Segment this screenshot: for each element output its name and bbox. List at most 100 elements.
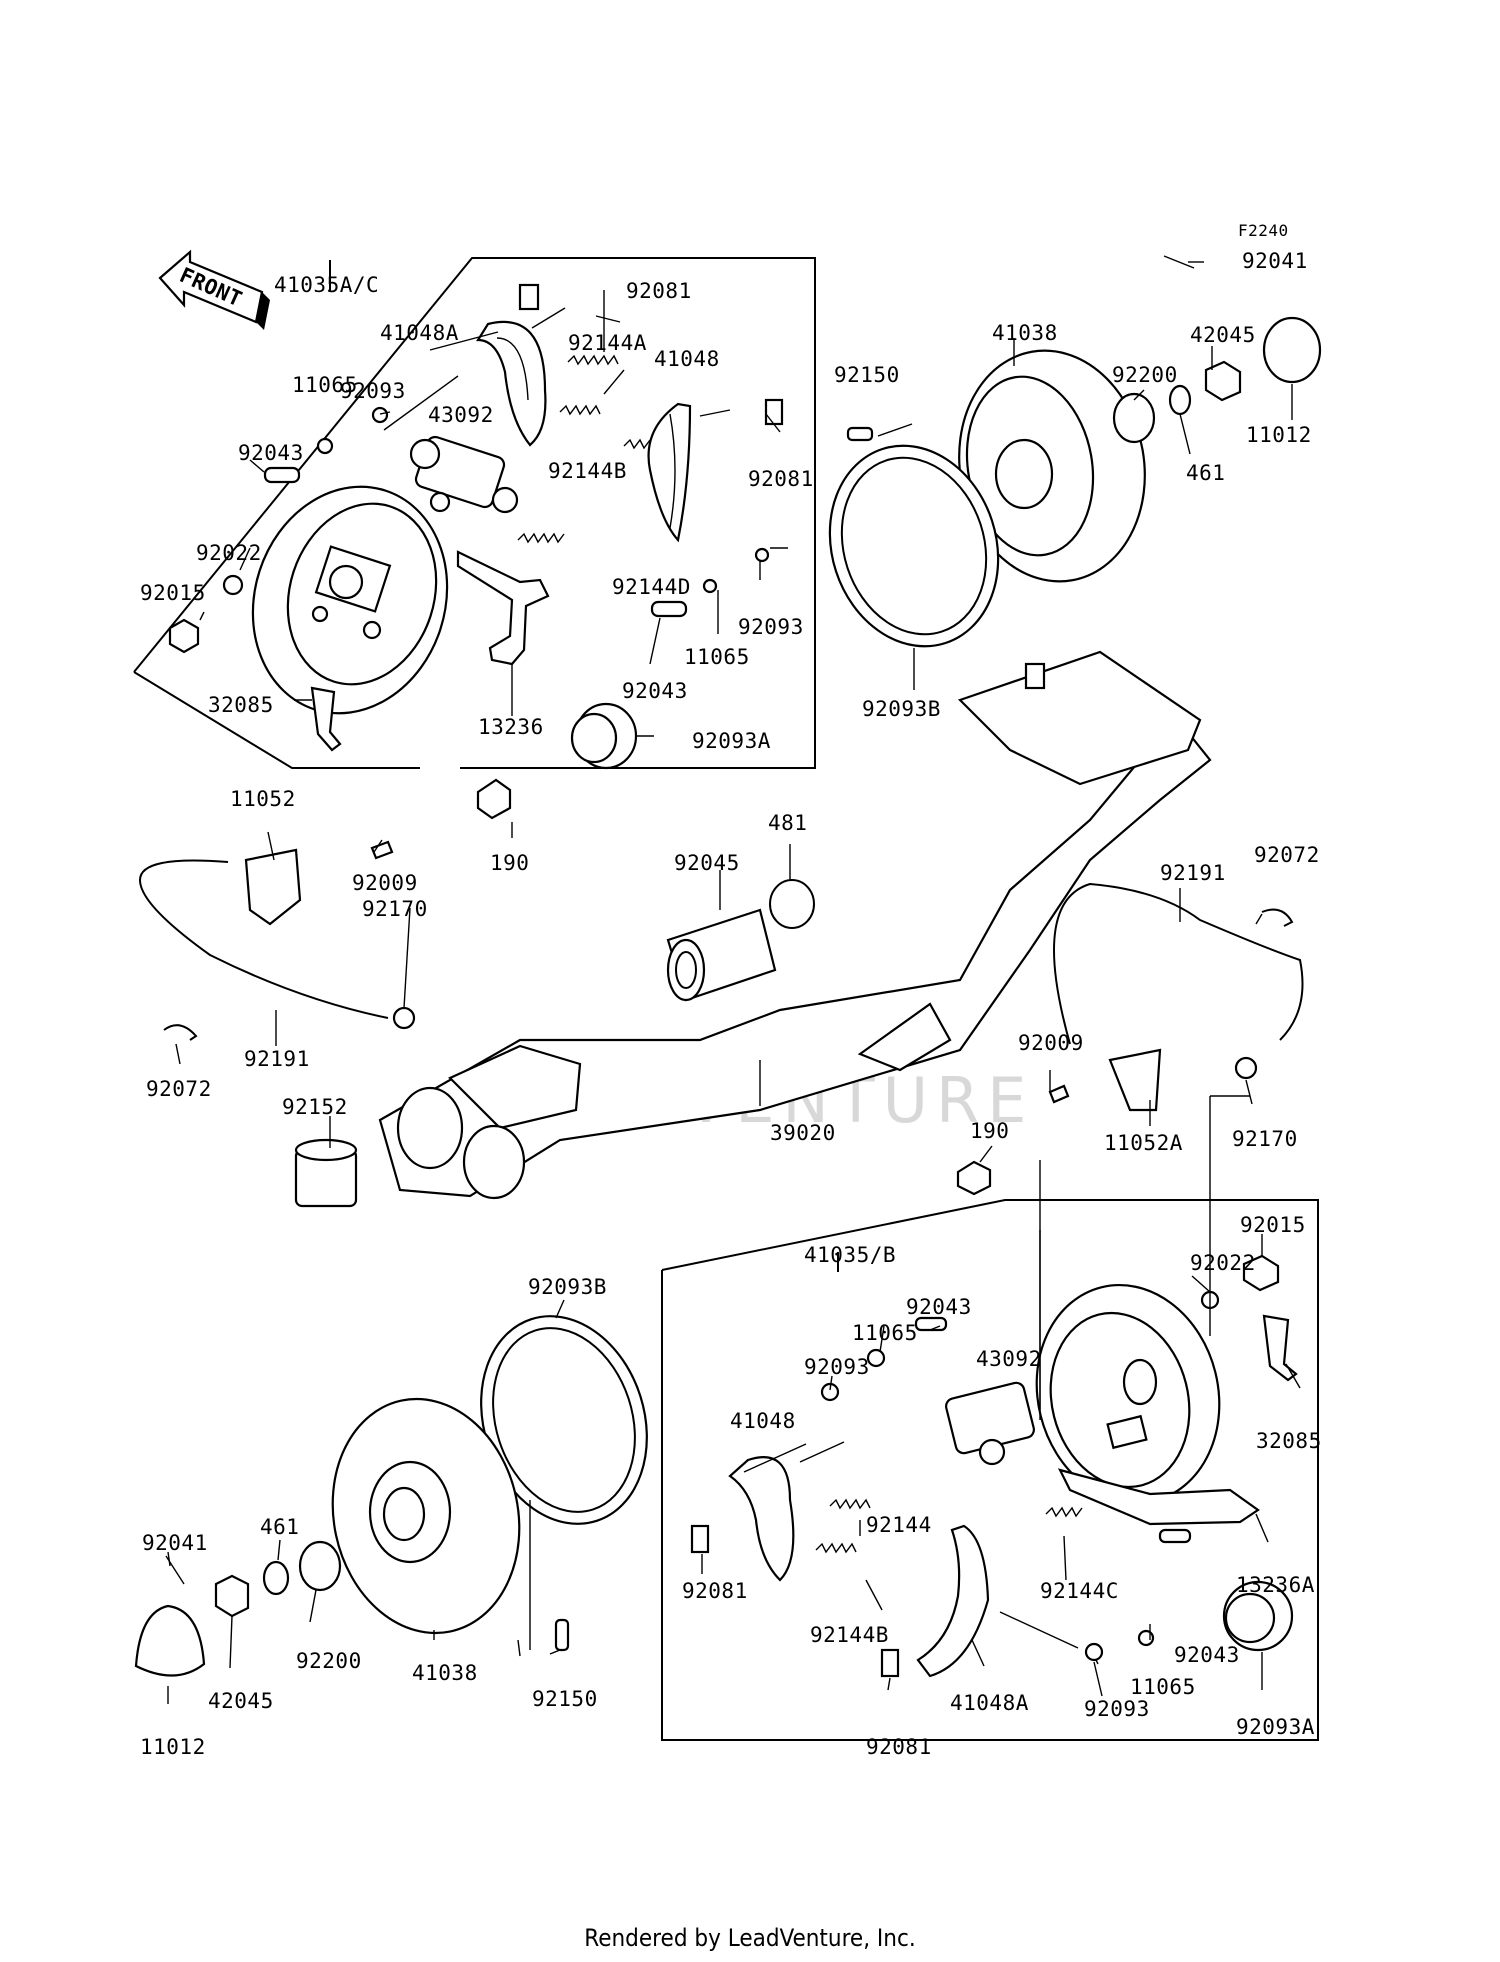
label-41048: 41048 [654, 347, 720, 371]
label-92191-b: 92191 [1160, 861, 1226, 885]
label-481: 481 [768, 811, 807, 835]
label-92041: 92041 [1242, 249, 1308, 273]
brake-drum-41038-bottom [331, 1397, 521, 1635]
label-32085: 32085 [208, 693, 274, 717]
label-92022: 92022 [196, 541, 262, 565]
label-92015-b: 92015 [1240, 1213, 1306, 1237]
label-92152: 92152 [282, 1095, 348, 1119]
label-92144: 92144 [866, 1513, 932, 1537]
bolt-190-top [476, 778, 512, 820]
label-92009-b: 92009 [1018, 1031, 1084, 1055]
wheel-cylinder-right [945, 1381, 1035, 1466]
label-92081-d: 92081 [866, 1735, 932, 1759]
seal-92093A-right [1222, 1580, 1294, 1652]
springs-left [517, 354, 651, 544]
label-11065-c: 11065 [852, 1321, 918, 1345]
brake-shoe-41048A-right [916, 1524, 990, 1678]
label-92015: 92015 [140, 581, 206, 605]
label-41035A-C: 41035A/C [274, 273, 379, 297]
label-13236: 13236 [478, 715, 544, 739]
label-92191: 92191 [244, 1047, 310, 1071]
diagram-code: F2240 [1238, 221, 1289, 240]
front-right-brake-box [661, 1199, 1319, 1741]
label-92081-c: 92081 [682, 1579, 748, 1603]
label-92045: 92045 [674, 851, 740, 875]
label-190: 190 [490, 851, 529, 875]
label-92041-b: 92041 [142, 1531, 208, 1555]
label-461: 461 [1186, 461, 1225, 485]
label-92144A: 92144A [568, 331, 647, 355]
label-42045: 42045 [1190, 323, 1256, 347]
label-92200: 92200 [1112, 363, 1178, 387]
lever-13236A [1057, 1468, 1260, 1526]
brackets-11052 [244, 848, 1162, 1112]
axle-beam-39020 [378, 650, 1212, 1200]
label-41048A-b: 41048A [950, 1691, 1029, 1715]
label-41048-b: 41048 [730, 1409, 796, 1433]
label-13236A: 13236A [1236, 1573, 1315, 1597]
label-11052: 11052 [230, 787, 296, 811]
bolts-190-92009 [370, 840, 1070, 1196]
label-92043-d: 92043 [1174, 1643, 1240, 1667]
label-92072: 92072 [146, 1077, 212, 1101]
label-92043-b: 92043 [622, 679, 688, 703]
label-11012-b: 11012 [140, 1735, 206, 1759]
label-92170: 92170 [362, 897, 428, 921]
label-41038-b: 41038 [412, 1661, 478, 1685]
label-92081-b: 92081 [748, 467, 814, 491]
label-92150: 92150 [834, 363, 900, 387]
leader-lines [167, 261, 1301, 1704]
label-92200-b: 92200 [296, 1649, 362, 1673]
label-92170-b: 92170 [1232, 1127, 1298, 1151]
hub-parts-top [846, 255, 1322, 444]
label-11065: 11065 [292, 373, 358, 397]
label-11052A: 11052A [1104, 1131, 1183, 1155]
label-461-b: 461 [260, 1515, 299, 1539]
label-92144B-b: 92144B [810, 1623, 889, 1647]
label-92093-c: 92093 [804, 1355, 870, 1379]
label-92081: 92081 [626, 279, 692, 303]
brake-shoe-41048-left [647, 402, 692, 543]
hose-clamps [163, 908, 1294, 1080]
label-92043: 92043 [238, 441, 304, 465]
label-11065-d: 11065 [1130, 1675, 1196, 1699]
label-92093B: 92093B [862, 697, 941, 721]
label-92043-c: 92043 [906, 1295, 972, 1319]
label-41035-B: 41035/B [804, 1243, 896, 1267]
label-32085-b: 32085 [1256, 1429, 1322, 1453]
label-92093A: 92093A [692, 729, 771, 753]
label-43092-b: 43092 [976, 1347, 1042, 1371]
label-39020: 39020 [770, 1121, 836, 1145]
label-92150-b: 92150 [532, 1687, 598, 1711]
drum-ring-92093B-top [828, 444, 1000, 648]
small-parts-left [168, 283, 784, 752]
label-92093-d: 92093 [1084, 1697, 1150, 1721]
lever-13236 [456, 550, 550, 666]
snap-ring-481 [769, 879, 815, 929]
label-92144D: 92144D [612, 575, 691, 599]
brake-hoses [138, 859, 1304, 1045]
hub-parts-bottom [134, 1540, 570, 1677]
label-92144B: 92144B [548, 459, 627, 483]
label-42045-b: 42045 [208, 1689, 274, 1713]
label-92009: 92009 [352, 871, 418, 895]
brake-shoe-41048-right [728, 1456, 795, 1582]
label-41048A: 41048A [380, 321, 459, 345]
label-92093A-b: 92093A [1236, 1715, 1315, 1739]
brake-shoe-41048A-left [476, 320, 547, 447]
label-11012: 11012 [1246, 423, 1312, 447]
bushing-92152 [294, 1138, 358, 1208]
part-number-labels: 41035A/C 41048A 92081 92144A 41048 92093… [140, 249, 1322, 1759]
bushing-92045 [666, 908, 777, 1002]
springs-right [815, 1498, 1083, 1554]
brake-panel-left [251, 485, 449, 715]
label-41038: 41038 [992, 321, 1058, 345]
label-92072-b: 92072 [1254, 843, 1320, 867]
front-left-brake-box [133, 257, 816, 769]
label-43092: 43092 [428, 403, 494, 427]
wheel-cylinder-left [409, 435, 519, 514]
label-92093B-b: 92093B [528, 1275, 607, 1299]
label-190-b: 190 [970, 1119, 1009, 1143]
label-92022-b: 92022 [1190, 1251, 1256, 1275]
